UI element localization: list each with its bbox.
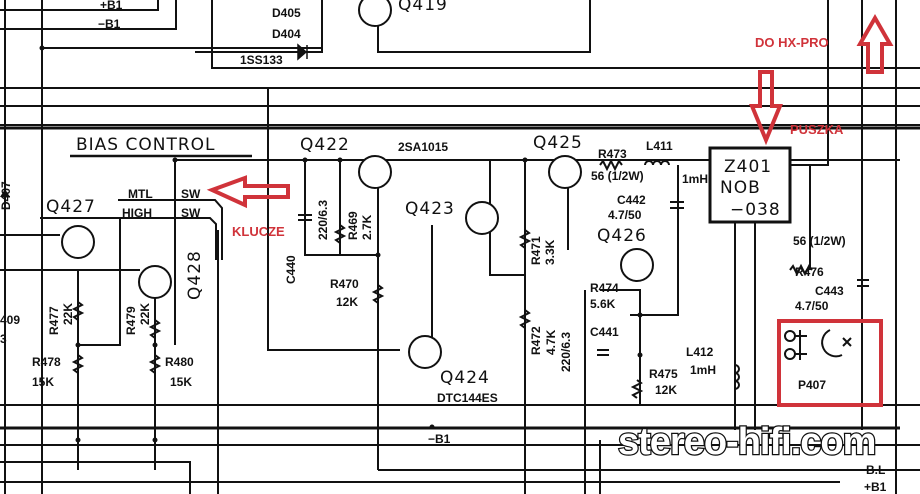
label-r477: R477 [47, 306, 61, 335]
label-r480: R480 [165, 355, 194, 369]
z401-module [708, 146, 792, 224]
label-d407: D407 [0, 181, 13, 210]
junction-dots [39, 45, 643, 443]
resistor-symbols [71, 158, 813, 399]
label-l411-value: 1mH [682, 172, 708, 186]
label-r472-value: 4.7K [544, 329, 558, 355]
arrow-down-icon [749, 70, 783, 146]
capacitor-symbols [298, 201, 869, 356]
label-mtl: MTL [128, 187, 153, 201]
q428-symbol [138, 265, 172, 299]
p407-highlight-box [777, 319, 883, 407]
label-z401-line2: NOB [720, 178, 761, 198]
label-q419: Q419 [398, 0, 448, 15]
label-bl: B.L [866, 463, 885, 477]
label-q425: Q425 [533, 133, 583, 153]
label-r475-value: 12K [655, 383, 677, 397]
label-c440: C440 [284, 255, 298, 284]
label-r477-value: 22K [61, 303, 75, 325]
label-r476-value: 56 (1/2W) [793, 234, 846, 248]
label-dtc144es: DTC144ES [437, 391, 498, 405]
label-2sa1015: 2SA1015 [398, 140, 448, 154]
label-r478: R478 [32, 355, 61, 369]
label-c442: C442 [617, 193, 646, 207]
label-q428: Q428 [185, 250, 205, 300]
annotation-do-hx-pro: DO HX-PRO [755, 35, 829, 50]
label-r472: R472 [529, 326, 543, 355]
diode-1ss133 [297, 43, 308, 61]
label-r471-value: 3.3K [543, 239, 557, 265]
label-r474-value: 5.6K [590, 297, 616, 311]
label-r470-value: 12K [336, 295, 358, 309]
label-plus-b1: +B1 [100, 0, 123, 12]
q424-symbol [408, 335, 442, 369]
label-minus-b1: −B1 [98, 17, 121, 31]
label-r474: R474 [590, 281, 619, 295]
label-r473-value: 56 (1/2W) [591, 169, 644, 183]
label-q424: Q424 [440, 368, 490, 388]
label-plus-b1-bottom: +B1 [864, 480, 887, 494]
label-l411: L411 [646, 139, 673, 153]
label-minus-b1-bottom: −B1 [428, 432, 451, 446]
inductor-symbols [644, 160, 740, 390]
label-c442-value: 4.7/50 [608, 208, 642, 222]
label-r470: R470 [330, 277, 359, 291]
q425-symbol [548, 155, 582, 189]
transistor-symbols [61, 0, 654, 369]
label-d404: D404 [272, 27, 301, 41]
label-r409-partial: 409 [0, 313, 20, 327]
p407-connector [784, 329, 852, 360]
label-c441-value: 220/6.3 [559, 332, 573, 372]
label-r479-value: 22K [138, 303, 152, 325]
label-r478-value: 15K [32, 375, 54, 389]
label-r476: R476 [795, 265, 824, 279]
watermark: stereo-hifi.com [618, 421, 875, 463]
label-q423: Q423 [405, 199, 455, 219]
label-c440-value: 220/6.3 [316, 200, 330, 240]
q422-symbol [358, 155, 392, 189]
label-p407: P407 [798, 378, 826, 392]
label-r469: R469 [346, 211, 360, 240]
diode-d407 [0, 189, 10, 197]
label-r469-value: 2.7K [360, 214, 374, 240]
label-high: HIGH [122, 206, 152, 220]
label-1ss133: 1SS133 [240, 53, 283, 67]
label-c443: C443 [815, 284, 844, 298]
label-c443-value: 4.7/50 [795, 299, 829, 313]
label-q426: Q426 [597, 226, 647, 246]
label-z401: Z401 [724, 157, 772, 177]
q423-symbol [465, 201, 499, 235]
label-r473: R473 [598, 147, 627, 161]
q419-symbol [358, 0, 392, 27]
label-z401-line3: −038 [730, 200, 781, 220]
label-d405: D405 [272, 6, 301, 20]
label-sw-1: SW [181, 187, 201, 201]
q426-symbol [620, 248, 654, 282]
labels: +B1 −B1 D405 D404 1SS133 Q419 BIAS CONTR… [0, 0, 887, 494]
arrow-left-icon [206, 175, 290, 209]
annotation-klucze: KLUCZE [232, 224, 285, 239]
label-sw-2: SW [181, 206, 201, 220]
label-l412-value: 1mH [690, 363, 716, 377]
arrow-up-icon [856, 13, 894, 74]
label-q422: Q422 [300, 135, 350, 155]
label-r471: R471 [529, 236, 543, 265]
label-c441: C441 [590, 325, 619, 339]
q427-symbol [61, 225, 95, 259]
page-title: BIAS CONTROL [76, 135, 216, 155]
label-r479: R479 [124, 306, 138, 335]
annotation-puszka: PUSZKA [790, 122, 844, 137]
label-q427: Q427 [46, 197, 96, 217]
label-r480-value: 15K [170, 375, 192, 389]
label-r475: R475 [649, 367, 678, 381]
label-l412: L412 [686, 345, 714, 359]
label-r409-value-partial: 3 [0, 332, 7, 346]
